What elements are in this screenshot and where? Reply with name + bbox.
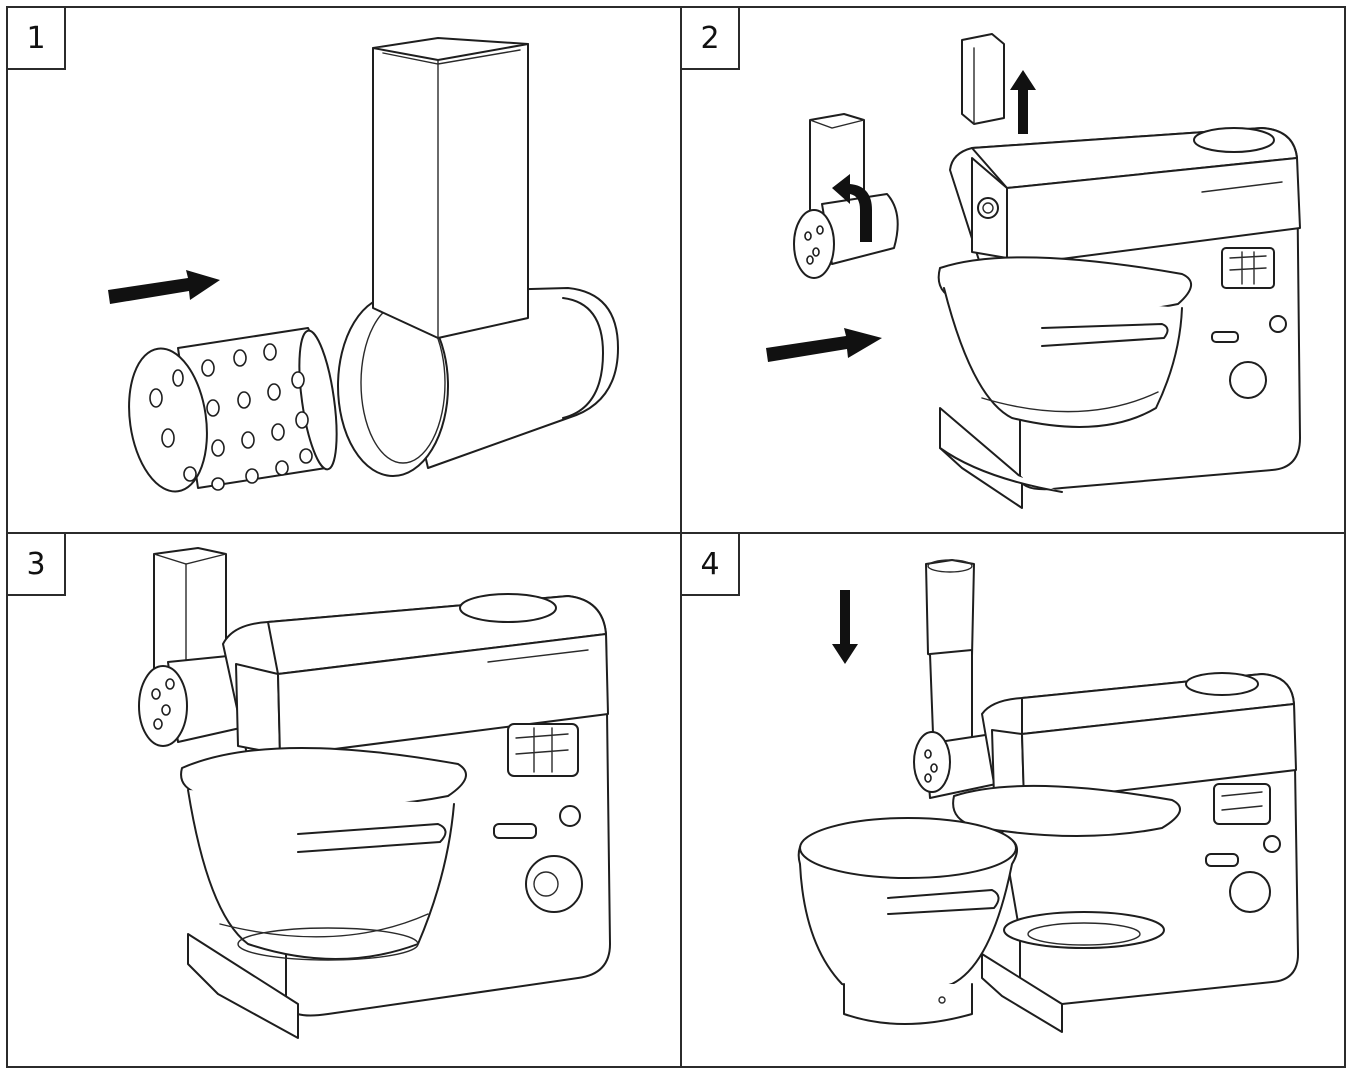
step-panel-3: 3 bbox=[6, 532, 682, 1068]
stand-mixer-with-grater bbox=[138, 547, 611, 1039]
outlet-cover bbox=[961, 33, 1005, 125]
step-number-4: 4 bbox=[682, 534, 740, 596]
arrow-right-icon bbox=[766, 328, 882, 362]
insert-food-pusher-illustration bbox=[797, 559, 1299, 1033]
step-number-2: 2 bbox=[682, 8, 740, 70]
grater-drum bbox=[128, 327, 338, 493]
arrow-up-icon bbox=[1010, 70, 1036, 134]
step-panel-2: 2 bbox=[680, 6, 1346, 534]
arrow-right-icon bbox=[108, 270, 220, 304]
step-number-1: 1 bbox=[8, 8, 66, 70]
attach-grater-illustration bbox=[138, 547, 611, 1039]
stand-mixer bbox=[937, 127, 1301, 509]
step-panel-1: 1 bbox=[6, 6, 682, 534]
curved-arrow-icon bbox=[832, 174, 872, 242]
step-number-3: 3 bbox=[8, 534, 66, 596]
arrow-down-icon bbox=[832, 590, 858, 664]
remove-cover-illustration bbox=[766, 33, 1301, 509]
stand-mixer-with-pusher bbox=[797, 559, 1299, 1033]
grater-housing bbox=[337, 37, 619, 477]
step-panel-4: 4 bbox=[680, 532, 1346, 1068]
grater-assembly-illustration bbox=[108, 37, 619, 493]
